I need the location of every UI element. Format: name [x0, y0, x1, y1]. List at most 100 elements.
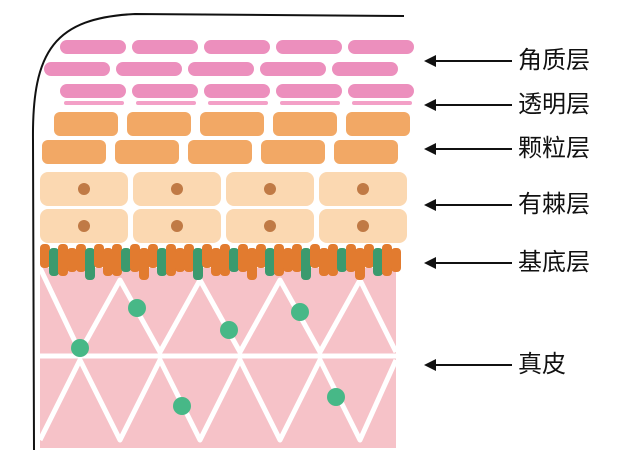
- basale-cell: [121, 248, 131, 272]
- corneum-cell: [348, 40, 414, 54]
- basale-cell: [310, 244, 320, 268]
- basale-cell: [283, 248, 293, 272]
- basale-cell: [112, 244, 122, 276]
- spinosum-nucleus: [264, 220, 276, 232]
- arrow-head: [424, 199, 436, 211]
- corneum-cell: [60, 40, 126, 54]
- basale-cell: [292, 244, 302, 272]
- spinosum-nucleus: [264, 183, 276, 195]
- skin-outline: [31, 12, 405, 451]
- basale-cell: [382, 244, 392, 276]
- basale-cell: [355, 248, 365, 280]
- basale-cell: [274, 244, 284, 276]
- basale-cell: [94, 244, 104, 268]
- granulosum-cell: [115, 140, 179, 164]
- basale-cell: [220, 244, 230, 276]
- label-stratum-corneum: 角质层: [518, 46, 590, 74]
- basale-cell: [364, 244, 374, 268]
- basale-cell: [238, 244, 248, 272]
- spinosum-nucleus: [78, 220, 90, 232]
- granulosum-cell: [54, 112, 118, 136]
- basale-cell: [265, 248, 275, 276]
- spinosum-nucleus: [78, 183, 90, 195]
- basale-cell: [139, 248, 149, 280]
- basale-cell: [103, 248, 113, 276]
- label-stratum-basale: 基底层: [518, 248, 590, 276]
- lucidum-cell: [352, 101, 412, 105]
- dermis-dot: [291, 303, 309, 321]
- corneum-cell: [132, 40, 198, 54]
- spinosum-nucleus: [171, 220, 183, 232]
- basale-cell: [49, 248, 59, 276]
- label-stratum-lucidum: 透明层: [518, 90, 590, 118]
- spinosum-nucleus: [357, 220, 369, 232]
- corneum-cell: [348, 84, 414, 98]
- corneum-cell: [60, 84, 126, 98]
- label-stratum-granulosum: 颗粒层: [518, 134, 590, 162]
- basale-cell: [157, 248, 167, 276]
- arrow-head: [424, 143, 436, 155]
- granulosum-cell: [188, 140, 252, 164]
- corneum-cell: [204, 84, 270, 98]
- granulosum-cell: [200, 112, 264, 136]
- dermis-dot: [128, 299, 146, 317]
- granulosum-cell: [261, 140, 325, 164]
- basale-cell: [202, 244, 212, 268]
- stratum-basale-cells: [40, 244, 401, 280]
- spinosum-nucleus: [171, 183, 183, 195]
- lucidum-cell: [280, 101, 340, 105]
- lucidum-cell: [64, 101, 124, 105]
- basale-cell: [184, 244, 194, 272]
- dermis-dot: [173, 397, 191, 415]
- arrow-head: [424, 359, 436, 371]
- basale-cell: [319, 248, 329, 276]
- label-arrows: [424, 55, 512, 371]
- corneum-cell: [116, 62, 182, 76]
- corneum-cell: [188, 62, 254, 76]
- basale-cell: [193, 248, 203, 280]
- dermis-dot: [220, 321, 238, 339]
- corneum-cell: [204, 40, 270, 54]
- arrow-head: [424, 55, 436, 67]
- corneum-cell: [276, 84, 342, 98]
- basale-cell: [337, 248, 347, 272]
- lucidum-cell: [136, 101, 196, 105]
- basale-cell: [40, 244, 50, 268]
- basale-cell: [130, 244, 140, 272]
- basale-cell: [85, 248, 95, 280]
- label-dermis: 真皮: [518, 350, 566, 378]
- basale-cell: [301, 248, 311, 280]
- stratum-lucidum-cells: [64, 101, 412, 105]
- stratum-granulosum-cells: [42, 112, 410, 164]
- corneum-cell: [276, 40, 342, 54]
- basale-cell: [346, 244, 356, 272]
- granulosum-cell: [42, 140, 106, 164]
- granulosum-cell: [273, 112, 337, 136]
- dermis-dot: [71, 339, 89, 357]
- stratum-corneum-cells: [44, 40, 414, 98]
- corneum-cell: [44, 62, 110, 76]
- basale-cell: [166, 244, 176, 276]
- dermis-dot: [327, 388, 345, 406]
- basale-cell: [391, 248, 401, 272]
- basale-cell: [328, 244, 338, 276]
- granulosum-cell: [346, 112, 410, 136]
- lucidum-cell: [208, 101, 268, 105]
- corneum-cell: [132, 84, 198, 98]
- basale-cell: [175, 248, 185, 272]
- dermis-dots: [71, 299, 345, 415]
- basale-cell: [247, 248, 257, 280]
- granulosum-cell: [127, 112, 191, 136]
- basale-cell: [148, 244, 158, 268]
- label-stratum-spinosum: 有棘层: [518, 190, 590, 218]
- arrow-head: [424, 99, 436, 111]
- spinosum-nucleus: [357, 183, 369, 195]
- stratum-spinosum-cells: [40, 172, 407, 243]
- basale-cell: [256, 244, 266, 268]
- granulosum-cell: [334, 140, 398, 164]
- basale-cell: [211, 248, 221, 276]
- basale-cell: [373, 248, 383, 276]
- corneum-cell: [332, 62, 398, 76]
